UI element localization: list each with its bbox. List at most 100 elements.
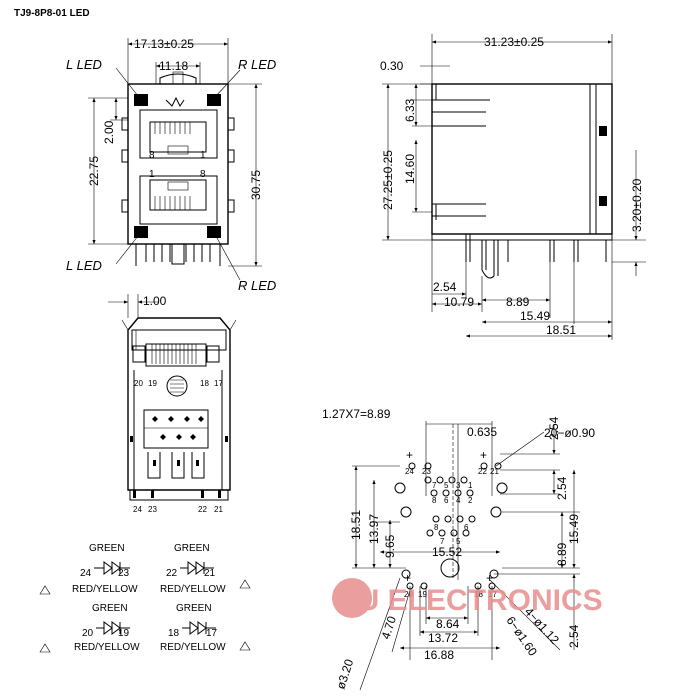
front-view: 17.13±0.25 11.18 22.75 2.00 30.75 L LED …	[66, 37, 276, 293]
schem-d-green: GREEN	[176, 603, 212, 614]
schem-b-green: GREEN	[174, 543, 210, 554]
dim-pitch: 11.18	[159, 59, 188, 73]
label-l-led-bottom: L LED	[66, 258, 102, 273]
side-view: 31.23±0.25 0.30 6.33 14.60 27.25±0.25 3.…	[380, 34, 646, 340]
side-dim-1549: 15.49	[520, 309, 550, 323]
pcb-dim-1851: 18.51	[349, 510, 363, 540]
side-dim-1460: 14.60	[403, 154, 417, 184]
led-schematic-d: GREEN 18 17 RED/YELLOW	[160, 603, 251, 653]
pcb-dim-320: ø3.20	[334, 657, 357, 691]
pin-8-upper: 8	[149, 150, 155, 161]
schem-b-pin-right: 21	[204, 568, 216, 579]
side-dim-254: 2.54	[433, 280, 457, 294]
side-dim-633: 6.33	[403, 98, 417, 122]
pcb-hole-6b: 6	[464, 523, 469, 532]
pcb-dim-0635: 0.635	[467, 425, 497, 439]
side-dim-1851: 18.51	[546, 323, 576, 337]
pcb-hole-19: 19	[418, 590, 427, 599]
pcb-plus-left: +	[406, 448, 413, 462]
bottom-contacts	[152, 416, 204, 440]
led-schematic-a: GREEN 24 23 RED/YELLOW	[39, 543, 138, 595]
label-r-led-top: R LED	[238, 57, 276, 72]
pcb-plus-bottom-left: +	[404, 571, 411, 585]
bottom-pin-24: 24	[133, 505, 142, 514]
pcb-dim-1549: 15.49	[567, 514, 581, 544]
pin-1-lower: 1	[149, 169, 155, 180]
schem-c-pin-left: 20	[82, 628, 94, 639]
dim-height-left: 22.75	[87, 156, 101, 186]
bottom-pin-21: 21	[214, 505, 223, 514]
pcb-hole-17: 17	[488, 590, 497, 599]
pcb-hole-8b: 8	[434, 523, 439, 532]
pcb-hole-1: 1	[468, 481, 473, 490]
watermark: RU ELECTRONICS	[332, 578, 603, 618]
dim-height-right: 30.75	[249, 170, 263, 200]
schem-c-redyellow: RED/YELLOW	[74, 642, 140, 653]
pcb-hole-18: 18	[474, 590, 483, 599]
pcb-dim-1688: 16.88	[424, 648, 454, 662]
pcb-dim-254-a: 2.54	[547, 416, 561, 440]
pcb-hole-2: 2	[468, 496, 473, 505]
pcb-plus-right: +	[480, 448, 487, 462]
pcb-plus-bottom-right: +	[486, 571, 493, 585]
pcb-dim-470: 4.70	[379, 614, 400, 641]
side-dim-889: 8.89	[506, 295, 530, 309]
schem-c-pin-right: 19	[118, 628, 130, 639]
pcb-hole-7b: 7	[440, 537, 445, 546]
pcb-hole-5b: 5	[456, 537, 461, 546]
label-l-led-top: L LED	[66, 57, 102, 72]
side-dim-320: 3.20±0.20	[630, 178, 644, 232]
pcb-dim-pitch: 1.27X7=8.89	[322, 407, 391, 421]
pcb-dim-1372: 13.72	[428, 631, 458, 645]
pcb-hole-8: 8	[432, 496, 437, 505]
side-dim-030: 0.30	[380, 59, 404, 73]
schem-a-green: GREEN	[89, 543, 125, 554]
pcb-dim-hole: 20−ø0.90	[544, 426, 595, 440]
schem-c-green: GREEN	[92, 603, 128, 614]
led-schematic-c: GREEN 20 19 RED/YELLOW	[39, 603, 140, 653]
pcb-dim-254-b: 2.54	[555, 476, 569, 500]
bottom-pin-17: 17	[214, 379, 223, 388]
pcb-hole-21: 21	[490, 467, 499, 476]
pcb-dim-1552: 15.52	[432, 545, 462, 559]
side-dim-height: 27.25±0.25	[381, 150, 395, 210]
schem-d-redyellow: RED/YELLOW	[160, 642, 226, 653]
pcb-hole-5: 5	[444, 481, 449, 490]
bottom-pin-22: 22	[198, 505, 207, 514]
schem-b-redyellow: RED/YELLOW	[160, 584, 226, 595]
led-schematic-b: GREEN 22 21 RED/YELLOW	[160, 543, 251, 595]
pcb-layout: 1.27X7=8.89 0.635 20−ø0.90 2.54 2.54	[322, 407, 595, 691]
bottom-view: 1.00 20 19 18 17 24 23 22 21	[108, 294, 237, 514]
label-r-led-bottom: R LED	[238, 278, 276, 293]
pcb-hole-23: 23	[422, 467, 431, 476]
pin-8-lower: 8	[200, 169, 206, 180]
bottom-dim-100: 1.00	[143, 294, 167, 308]
dim-width: 17.13±0.25	[134, 37, 194, 51]
bottom-pin-23: 23	[148, 505, 157, 514]
pcb-hole-22: 22	[478, 467, 487, 476]
bottom-pin-18: 18	[200, 379, 209, 388]
pcb-hole-7: 7	[432, 481, 437, 490]
schem-a-pin-left: 24	[80, 568, 92, 579]
schem-b-pin-left: 22	[166, 568, 178, 579]
pcb-dim-1397: 13.97	[367, 514, 381, 544]
pcb-dim-889-v: 8.89	[555, 542, 569, 566]
watermark-text: RU ELECTRONICS	[336, 584, 603, 617]
side-dim-length: 31.23±0.25	[484, 35, 544, 49]
side-dim-1079: 10.79	[444, 295, 474, 309]
pcb-mount-holes	[394, 482, 508, 579]
pcb-hole-3: 3	[456, 481, 461, 490]
pcb-dim-864: 8.64	[436, 617, 460, 631]
bottom-pin-20: 20	[134, 379, 143, 388]
pcb-hole-4: 4	[456, 496, 461, 505]
schem-a-redyellow: RED/YELLOW	[72, 584, 138, 595]
pcb-hole-6: 6	[444, 496, 449, 505]
pcb-hole-24: 24	[405, 467, 414, 476]
bottom-pin-19: 19	[148, 379, 157, 388]
lower-rj45-port	[134, 175, 221, 238]
schem-d-pin-left: 18	[168, 628, 180, 639]
pcb-dim-254-c: 2.54	[567, 624, 581, 648]
upper-rj45-port	[134, 94, 221, 159]
dim-upper: 2.00	[102, 120, 116, 144]
